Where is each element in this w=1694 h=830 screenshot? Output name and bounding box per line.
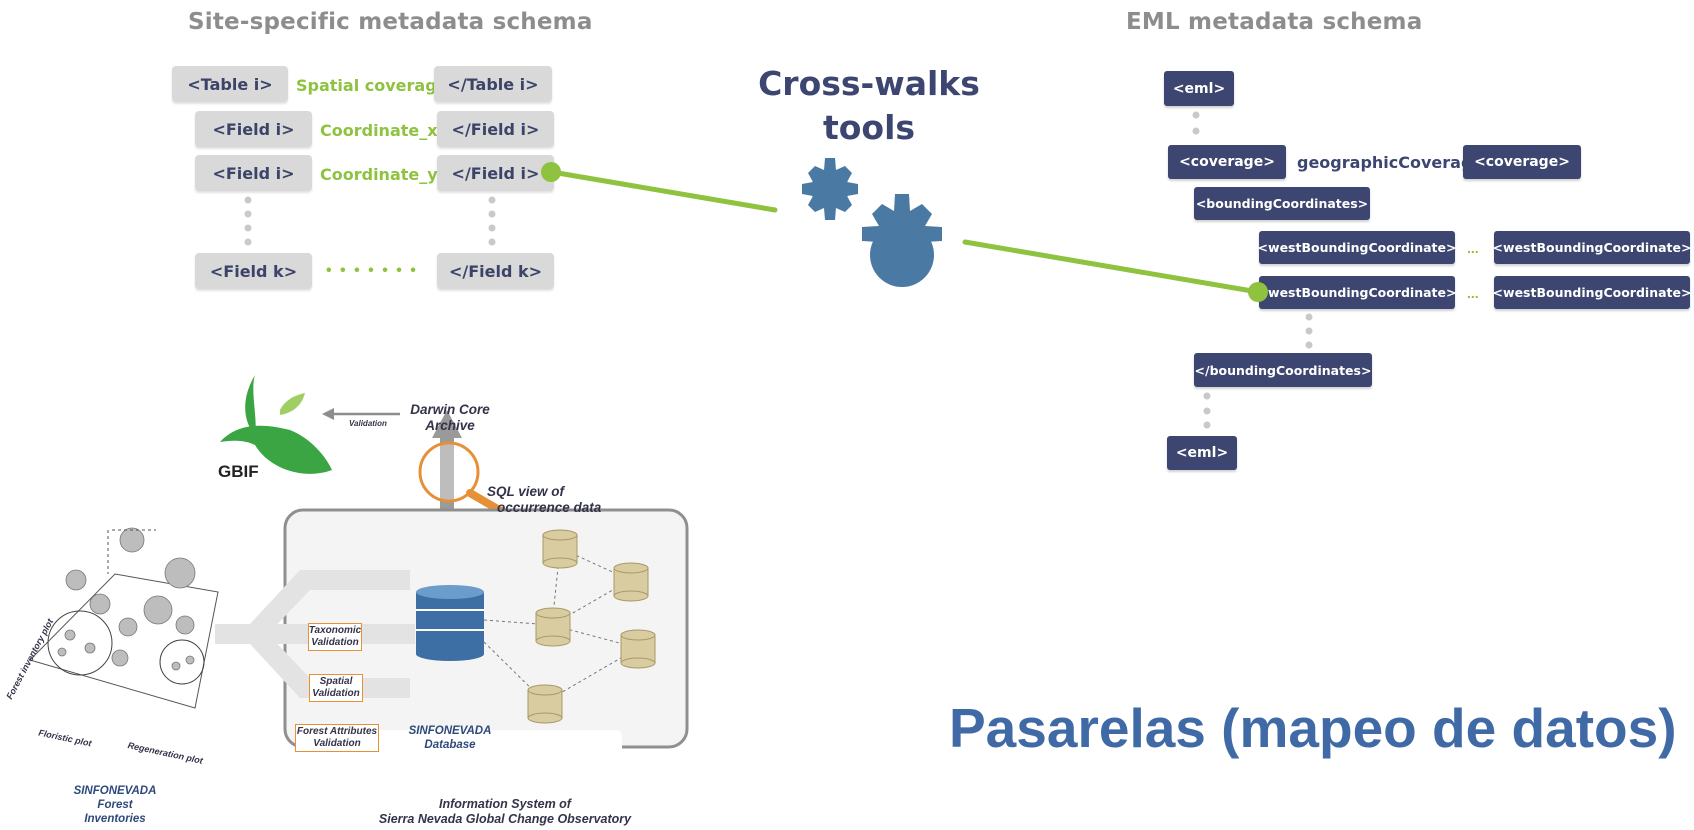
- info-system-line1: Information System of: [439, 797, 571, 811]
- field-i-close-tag-1: </Field i>: [437, 111, 554, 147]
- eml-open-tag: <eml>: [1164, 71, 1234, 106]
- workflow-illustration: [29, 375, 689, 770]
- west-bounding-coordinate-tag-1: <westBoundingCoordinate>: [1258, 231, 1456, 264]
- dotted-connectors: [244, 111, 1313, 429]
- field-i-close-tag-2: </Field i>: [437, 155, 554, 191]
- spatial-coverage-label: Spatial coverage: [296, 76, 448, 95]
- page-title: Pasarelas (mapeo de datos): [949, 697, 1677, 759]
- eml-close-tag: <eml>: [1167, 436, 1237, 470]
- bounding-coordinates-open-tag: <boundingCoordinates>: [1194, 187, 1370, 220]
- forest-attributes-line2: Validation: [313, 738, 361, 749]
- crosswalk-line1: Cross-walks: [758, 64, 980, 103]
- spatial-validation-box: Spatial Validation: [309, 674, 363, 702]
- taxonomic-line1: Taxonomic: [308, 625, 362, 636]
- inventories-line1: SINFONEVADA Forest: [73, 785, 157, 811]
- forest-attributes-line1: Forest Attributes: [296, 726, 378, 737]
- west-bounding-coordinate-tag-1b: <westBoundingCoordinate>: [1493, 231, 1691, 264]
- west-bounding-coordinate-tag-2: <westBoundingCoordinate>: [1258, 276, 1456, 309]
- forest-inventory-sketch: [29, 527, 219, 709]
- field-ellipsis-dots: • • • • • • •: [326, 262, 418, 279]
- west-ellipsis-2: ...: [1467, 285, 1479, 301]
- darwin-core-label: Darwin Core Archive: [400, 402, 500, 434]
- taxonomic-validation-box: Taxonomic Validation: [308, 623, 362, 651]
- info-system-line2: Sierra Nevada Global Change Observatory: [378, 812, 632, 826]
- forest-attributes-validation-box: Forest Attributes Validation: [295, 724, 379, 752]
- sql-view-line2: occurrence data: [497, 500, 602, 515]
- table-open-tag: <Table i>: [172, 66, 288, 102]
- mapping-line: [549, 169, 1261, 295]
- mapping-endpoint-right: [1248, 282, 1268, 302]
- sql-view-line1: SQL view of: [487, 484, 565, 499]
- west-ellipsis-1: ...: [1467, 240, 1479, 256]
- spatial-line2: Validation: [312, 688, 360, 699]
- west-bounding-coordinate-tag-2b: <westBoundingCoordinate>: [1493, 276, 1691, 309]
- validation-arrow: [322, 408, 400, 420]
- gbif-label: GBIF: [218, 462, 259, 481]
- gbif-logo: [220, 375, 332, 474]
- inventories-line2: Inventories: [84, 813, 146, 825]
- site-schema-heading: Site-specific metadata schema: [188, 9, 593, 35]
- coordinate-y-label: Coordinate_y: [320, 165, 438, 184]
- spatial-line1: Spatial: [319, 676, 353, 687]
- table-close-tag: </Table i>: [434, 66, 552, 102]
- gear-icons: [802, 158, 942, 287]
- field-i-open-tag-2: <Field i>: [195, 155, 312, 191]
- sinfonevada-database-label: SINFONEVADA Database: [400, 724, 500, 752]
- crosswalk-title: Cross-walks tools: [754, 62, 984, 150]
- coverage-open-tag: <coverage>: [1168, 145, 1286, 179]
- field-i-open-tag-1: <Field i>: [195, 111, 312, 147]
- field-k-close-tag: </Field k>: [437, 253, 554, 289]
- darwin-core-line1: Darwin Core: [410, 402, 490, 417]
- darwin-core-line2: Archive: [425, 418, 475, 433]
- info-system-caption-bg: [352, 730, 622, 770]
- central-database-icon: [416, 585, 484, 661]
- mapping-endpoint-left: [541, 162, 561, 182]
- info-system-label: Information System of Sierra Nevada Glob…: [340, 797, 670, 827]
- taxonomic-line2: Validation: [311, 637, 359, 648]
- database-line1: SINFONEVADA: [408, 725, 492, 737]
- sql-view-label: SQL view of occurrence data: [487, 484, 607, 516]
- coordinate-x-label: Coordinate_x: [320, 121, 438, 140]
- sinfonevada-inventories-label: SINFONEVADA Forest Inventories: [55, 784, 175, 826]
- validation-arrow-label: Validation: [349, 419, 387, 428]
- coverage-close-tag: <coverage>: [1463, 145, 1581, 179]
- crosswalk-line2: tools: [822, 108, 916, 147]
- database-line2: Database: [424, 739, 476, 751]
- geographic-coverage-label: geographicCoverage: [1297, 153, 1484, 172]
- eml-schema-heading: EML metadata schema: [1126, 9, 1423, 35]
- small-database-icons: [527, 529, 656, 724]
- bounding-coordinates-close-tag: </boundingCoordinates>: [1194, 353, 1372, 387]
- field-k-open-tag: <Field k>: [195, 253, 312, 289]
